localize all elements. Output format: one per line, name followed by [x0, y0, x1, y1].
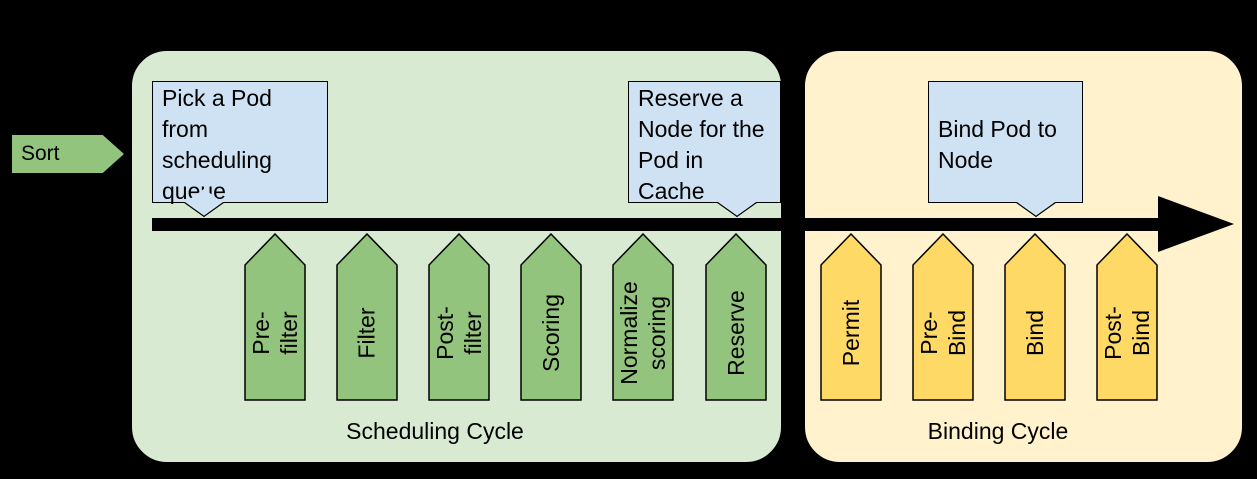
plugin-scoring: Scoring [520, 233, 582, 401]
callout-reserve-node-text: Reserve a Node for the Pod in Cache [638, 85, 765, 204]
plugin-label: Pre-filter [248, 310, 302, 355]
callout-bind-pod: Bind Pod to Node [928, 81, 1083, 218]
plugin-pre-bind: Pre-Bind [912, 233, 974, 401]
timeline-arrow-head-icon [1158, 196, 1234, 252]
plugin-label: Reserve [723, 289, 749, 376]
plugin-label: Bind [1021, 309, 1048, 356]
plugin-label: Scoring [538, 293, 565, 372]
plugin-label: Pre-Bind [916, 309, 970, 356]
arrow-up-shape [1004, 233, 1066, 401]
arrow-up-shape [820, 233, 882, 401]
plugin-bind: Bind [1004, 233, 1066, 401]
plugin-label: Post-filter [432, 305, 486, 360]
arrow-up-shape [244, 233, 306, 401]
scheduling-cycle-label: Scheduling Cycle [346, 418, 524, 444]
callout-pick-pod: Pick a Pod from scheduling queue [152, 81, 328, 218]
sort-arrow: Sort [12, 135, 124, 173]
plugin-label: Permit [838, 299, 865, 366]
arrow-up-shape [705, 233, 767, 401]
arrow-up-shape [612, 233, 674, 401]
plugin-label: Normalize scoring [616, 280, 670, 385]
plugin-normalize-scoring: Normalize scoring [612, 233, 674, 401]
plugin-reserve: Reserve [705, 233, 767, 401]
plugin-label: Filter [354, 306, 380, 359]
callout-bind-pod-text: Bind Pod to Node [938, 116, 1057, 173]
callout-reserve-node: Reserve a Node for the Pod in Cache [628, 81, 781, 218]
plugin-post-bind: Post-Bind [1096, 233, 1158, 401]
sort-label: Sort [21, 142, 60, 165]
arrow-up-shape [336, 233, 398, 401]
arrow-up-shape [428, 233, 490, 401]
binding-cycle-label: Binding Cycle [927, 418, 1069, 444]
arrow-up-shape [1096, 233, 1158, 401]
plugin-post-filter: Post-filter [428, 233, 490, 401]
arrow-up-shape [912, 233, 974, 401]
callout-pick-pod-text: Pick a Pod from scheduling queue [162, 85, 272, 204]
plugin-permit: Permit [820, 233, 882, 401]
arrow-up-shape [520, 233, 582, 401]
plugin-label: Post-Bind [1100, 305, 1154, 360]
plugin-filter: Filter [336, 233, 398, 401]
plugin-pre-filter: Pre-filter [244, 233, 306, 401]
timeline-arrow-shaft [152, 218, 1164, 231]
